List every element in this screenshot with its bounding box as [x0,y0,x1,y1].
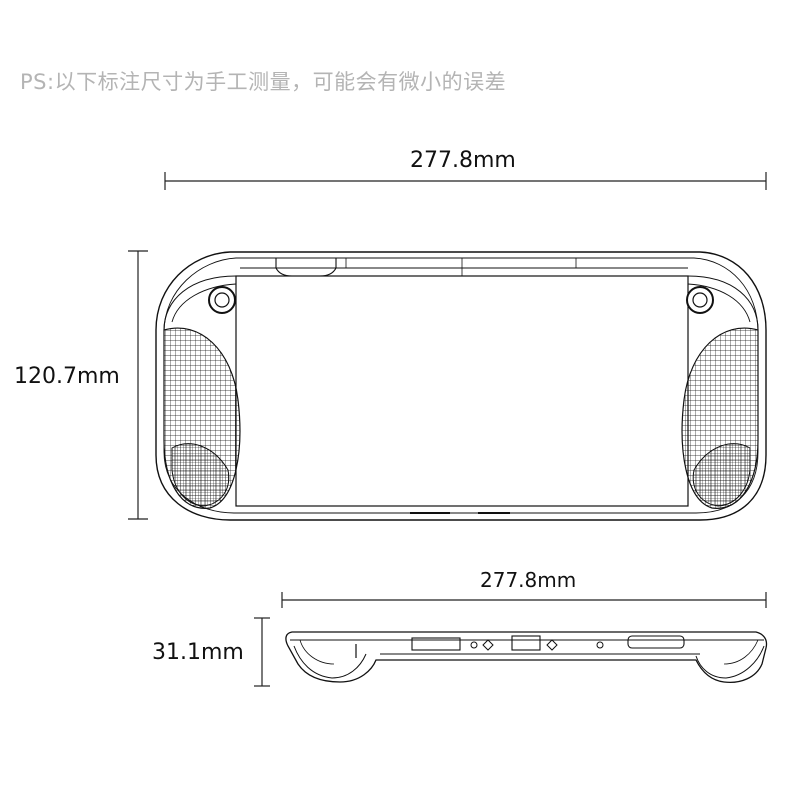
top-view-width-label: 277.8mm [410,148,516,173]
top-view-height-label: 120.7mm [14,364,120,389]
side-width-dimension-line [281,592,767,608]
top-height-dimension-line [128,250,148,520]
measurement-note: PS:以下标注尺寸为手工测量，可能会有微小的误差 [20,70,507,94]
side-view-width-label: 277.8mm [480,568,577,592]
case-side-view [285,631,768,684]
side-height-dimension-line [254,617,270,687]
side-view-height-label: 31.1mm [152,640,244,665]
left-grip [163,286,241,509]
case-top-view [155,251,767,521]
right-grip [681,286,759,509]
top-width-dimension-line [164,172,767,190]
